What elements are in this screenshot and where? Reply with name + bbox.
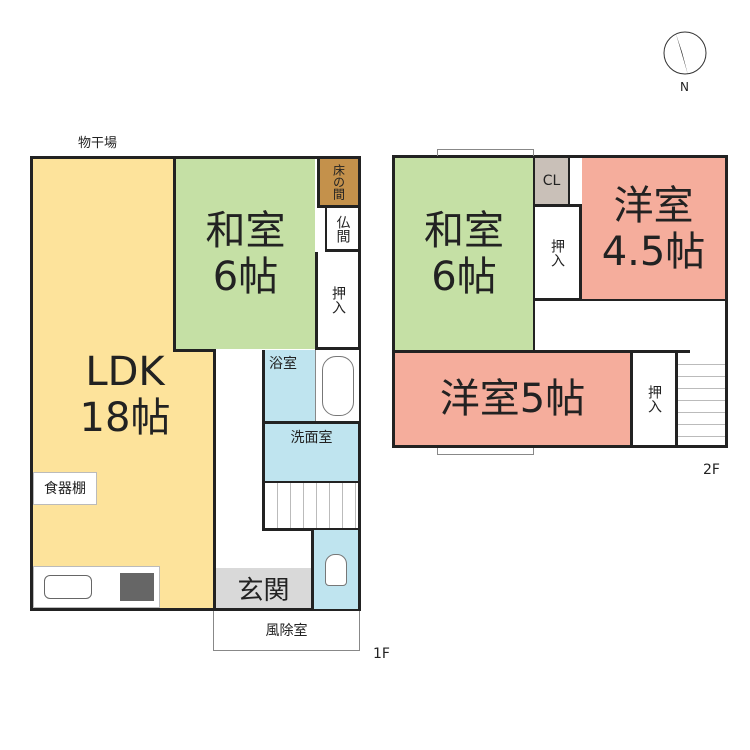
toilet bbox=[311, 530, 358, 609]
floor1-label: 1F bbox=[373, 646, 390, 662]
stairs-1f bbox=[262, 481, 358, 531]
bathtub-icon bbox=[315, 350, 359, 421]
oshiire-2f-a: 押入 bbox=[535, 204, 582, 301]
ldk-room-upper bbox=[33, 159, 175, 352]
toilet-icon bbox=[325, 553, 347, 586]
monohoshiba-label: 物干場 bbox=[78, 136, 118, 151]
oshiire-1f: 押入 bbox=[315, 252, 358, 350]
bathroom: 浴室 bbox=[262, 350, 359, 424]
genkan: 玄関 bbox=[216, 568, 311, 608]
stairs-2f bbox=[678, 353, 725, 445]
compass-label: N bbox=[680, 80, 689, 94]
yoshitsu-5: 洋室5帖 bbox=[395, 353, 630, 445]
floor2-label: 2F bbox=[703, 462, 720, 478]
closet-cl: CL bbox=[535, 158, 570, 204]
stove-icon bbox=[120, 573, 154, 601]
oshiire-2f-b: 押入 bbox=[630, 353, 678, 445]
sink-icon bbox=[44, 575, 92, 599]
window bbox=[437, 149, 534, 156]
kitchen-counter bbox=[33, 566, 160, 608]
butsuma: 仏間 bbox=[325, 208, 358, 252]
window bbox=[437, 448, 534, 455]
windbreak-room: 風除室 bbox=[213, 611, 360, 651]
compass-icon bbox=[663, 31, 707, 75]
shokkidana: 食器棚 bbox=[33, 472, 97, 505]
tokonoma: 床の間 bbox=[317, 159, 358, 208]
washroom: 洗面室 bbox=[262, 424, 358, 481]
